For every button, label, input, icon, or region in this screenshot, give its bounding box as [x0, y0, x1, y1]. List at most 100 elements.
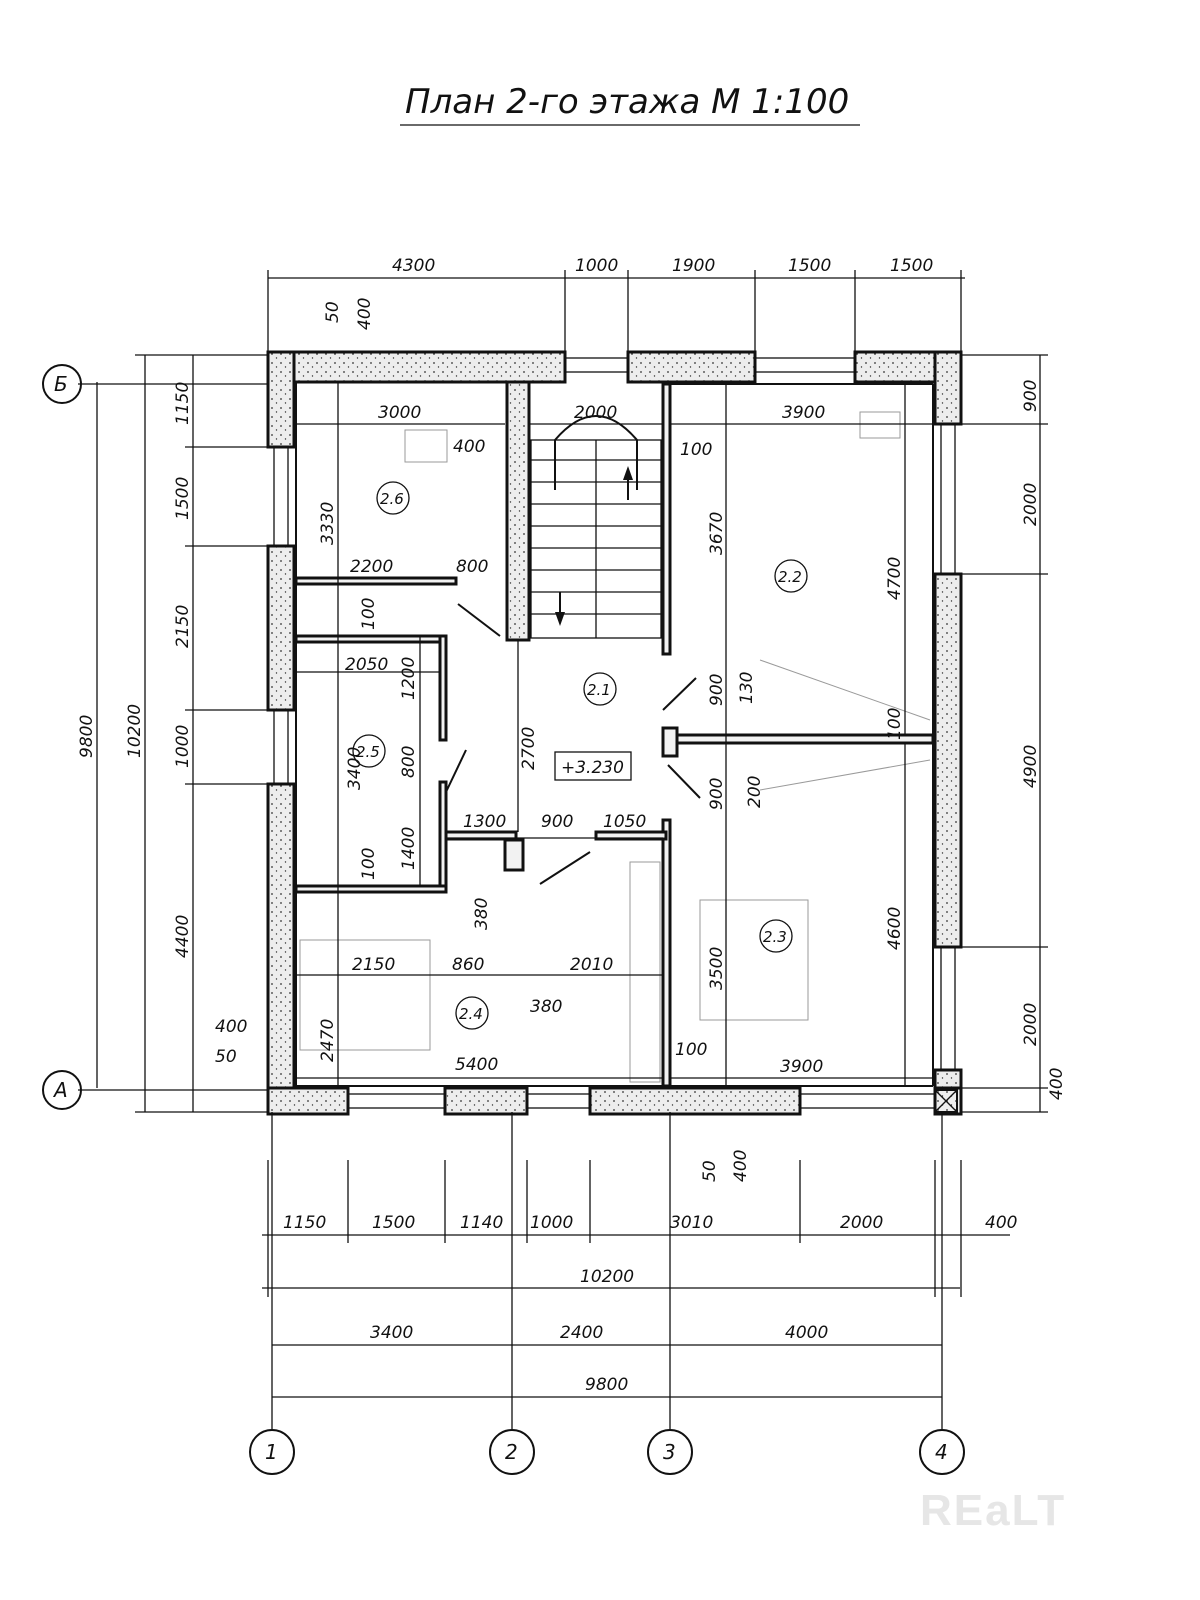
dim-left-2: 1500: [173, 477, 193, 520]
axis-b: Б: [42, 364, 82, 404]
dim-int-3900-bot: 3900: [780, 1057, 823, 1077]
dim-int-2150: 2150: [352, 955, 395, 975]
dim-int-100-25: 100: [359, 598, 379, 630]
svg-text:2.3: 2.3: [763, 928, 787, 946]
room-2-6: 2.6: [376, 481, 410, 515]
svg-text:2.5: 2.5: [356, 743, 380, 761]
dim-int-3400: 3400: [345, 747, 365, 790]
dim-int-3000: 3000: [378, 403, 421, 423]
dim-left-total-2: 9800: [77, 715, 97, 758]
walls: [266, 350, 963, 1116]
furniture-outlines: [299, 411, 931, 1083]
dim-bottom-3: 1140: [460, 1213, 503, 1233]
dim-bottom-7: 400: [985, 1213, 1017, 1233]
dim-int-2050: 2050: [345, 655, 388, 675]
dim-int-1300: 1300: [463, 812, 506, 832]
dim-int-3500: 3500: [707, 947, 727, 990]
dim-int-1400: 1400: [399, 827, 419, 870]
dim-left-5: 4400: [173, 915, 193, 958]
dim-int-2470: 2470: [318, 1019, 338, 1062]
dim-int-200: 200: [745, 776, 765, 808]
doors: [445, 603, 701, 885]
dim-bottom-total: 10200: [580, 1267, 634, 1287]
room-2-2: 2.2: [774, 559, 808, 593]
room-markers: 2.6 2.2 2.1 2.5 2.3 2.4: [352, 481, 808, 1030]
axis-1: 1: [249, 1429, 295, 1475]
axis-3: 3: [647, 1429, 693, 1475]
dim-bottom-1: 1150: [283, 1213, 326, 1233]
dim-right-1: 900: [1021, 380, 1041, 412]
dim-bottom-5: 3010: [670, 1213, 713, 1233]
staircase: [530, 415, 662, 639]
svg-text:2.4: 2.4: [459, 1005, 483, 1023]
dim-bottom-axis-1: 3400: [370, 1323, 413, 1343]
dim-int-800-top: 800: [456, 557, 488, 577]
dim-int-2000: 2000: [574, 403, 617, 423]
svg-text:А: А: [52, 1078, 68, 1102]
room-2-4: 2.4: [455, 996, 489, 1030]
dim-int-3330: 3330: [318, 502, 338, 545]
dim-top-3: 1900: [672, 256, 715, 276]
plan-title: План 2-го этажа М 1:100: [405, 82, 849, 122]
level-mark: +3.230: [554, 751, 632, 781]
svg-text:1: 1: [265, 1440, 278, 1464]
dim-int-800-mid: 800: [399, 746, 419, 778]
dim-top-wall-1: 50: [323, 301, 343, 323]
room-2-3: 2.3: [759, 919, 793, 953]
dim-int-900-mid: 900: [541, 812, 573, 832]
svg-text:Б: Б: [54, 372, 68, 396]
dim-int-3900-top: 3900: [782, 403, 825, 423]
svg-text:2: 2: [505, 1440, 518, 1464]
realt-watermark: REaLT: [920, 1486, 1066, 1535]
dim-int-900-r1: 900: [707, 674, 727, 706]
dim-int-100-25b: 100: [359, 848, 379, 880]
dim-top-1: 4300: [392, 256, 435, 276]
dim-bottom-4: 1000: [530, 1213, 573, 1233]
dim-int-2010: 2010: [570, 955, 613, 975]
dim-right-3: 4900: [1021, 745, 1041, 788]
dim-int-380-h: 380: [530, 997, 562, 1017]
svg-text:2.2: 2.2: [778, 568, 802, 586]
dim-right-2: 2000: [1021, 483, 1041, 526]
dim-int-380-v: 380: [472, 898, 492, 930]
dim-int-1050: 1050: [603, 812, 646, 832]
dim-int-100-top: 100: [680, 440, 712, 460]
axis-2: 2: [489, 1429, 535, 1475]
dim-bottom-6: 2000: [840, 1213, 883, 1233]
dim-right-5: 400: [1047, 1068, 1067, 1100]
dim-int-2200: 2200: [350, 557, 393, 577]
dimension-lines: [78, 270, 1048, 1430]
svg-text:2.1: 2.1: [587, 681, 611, 699]
dim-int-2700: 2700: [519, 727, 539, 770]
dim-bottom-axis-2: 2400: [560, 1323, 603, 1343]
dim-top-2: 1000: [575, 256, 618, 276]
dim-bottom-axis-3: 4000: [785, 1323, 828, 1343]
dim-top-5: 1500: [890, 256, 933, 276]
axis-a: А: [42, 1070, 82, 1110]
room-2-1: 2.1: [583, 672, 617, 706]
dim-left-1: 1150: [173, 382, 193, 425]
axis-bubbles: Б А 1 2 3 4: [42, 364, 965, 1475]
dim-top-4: 1500: [788, 256, 831, 276]
dim-bottom-wall-1: 50: [700, 1160, 720, 1182]
dim-int-4600: 4600: [885, 907, 905, 950]
dim-int-900-r2: 900: [707, 778, 727, 810]
dim-int-3670: 3670: [707, 512, 727, 555]
room-2-5: 2.5: [352, 734, 386, 768]
svg-text:3: 3: [663, 1440, 676, 1464]
axis-4: 4: [919, 1429, 965, 1475]
dim-int-5400: 5400: [455, 1055, 498, 1075]
dim-left-wall-1: 400: [215, 1017, 247, 1037]
dim-bottom-axis-total: 9800: [585, 1375, 628, 1395]
dim-int-860: 860: [452, 955, 484, 975]
dim-int-130: 130: [737, 672, 757, 704]
dim-left-wall-2: 50: [215, 1047, 237, 1067]
dim-left-4: 1000: [173, 725, 193, 768]
dim-top-wall-2: 400: [355, 298, 375, 330]
svg-text:+3.230: +3.230: [561, 758, 624, 778]
dim-bottom-2: 1500: [372, 1213, 415, 1233]
svg-text:2.6: 2.6: [380, 490, 404, 508]
dim-left-3: 2150: [173, 605, 193, 648]
dim-left-total-1: 10200: [125, 704, 145, 758]
dim-int-100-bot: 100: [675, 1040, 707, 1060]
